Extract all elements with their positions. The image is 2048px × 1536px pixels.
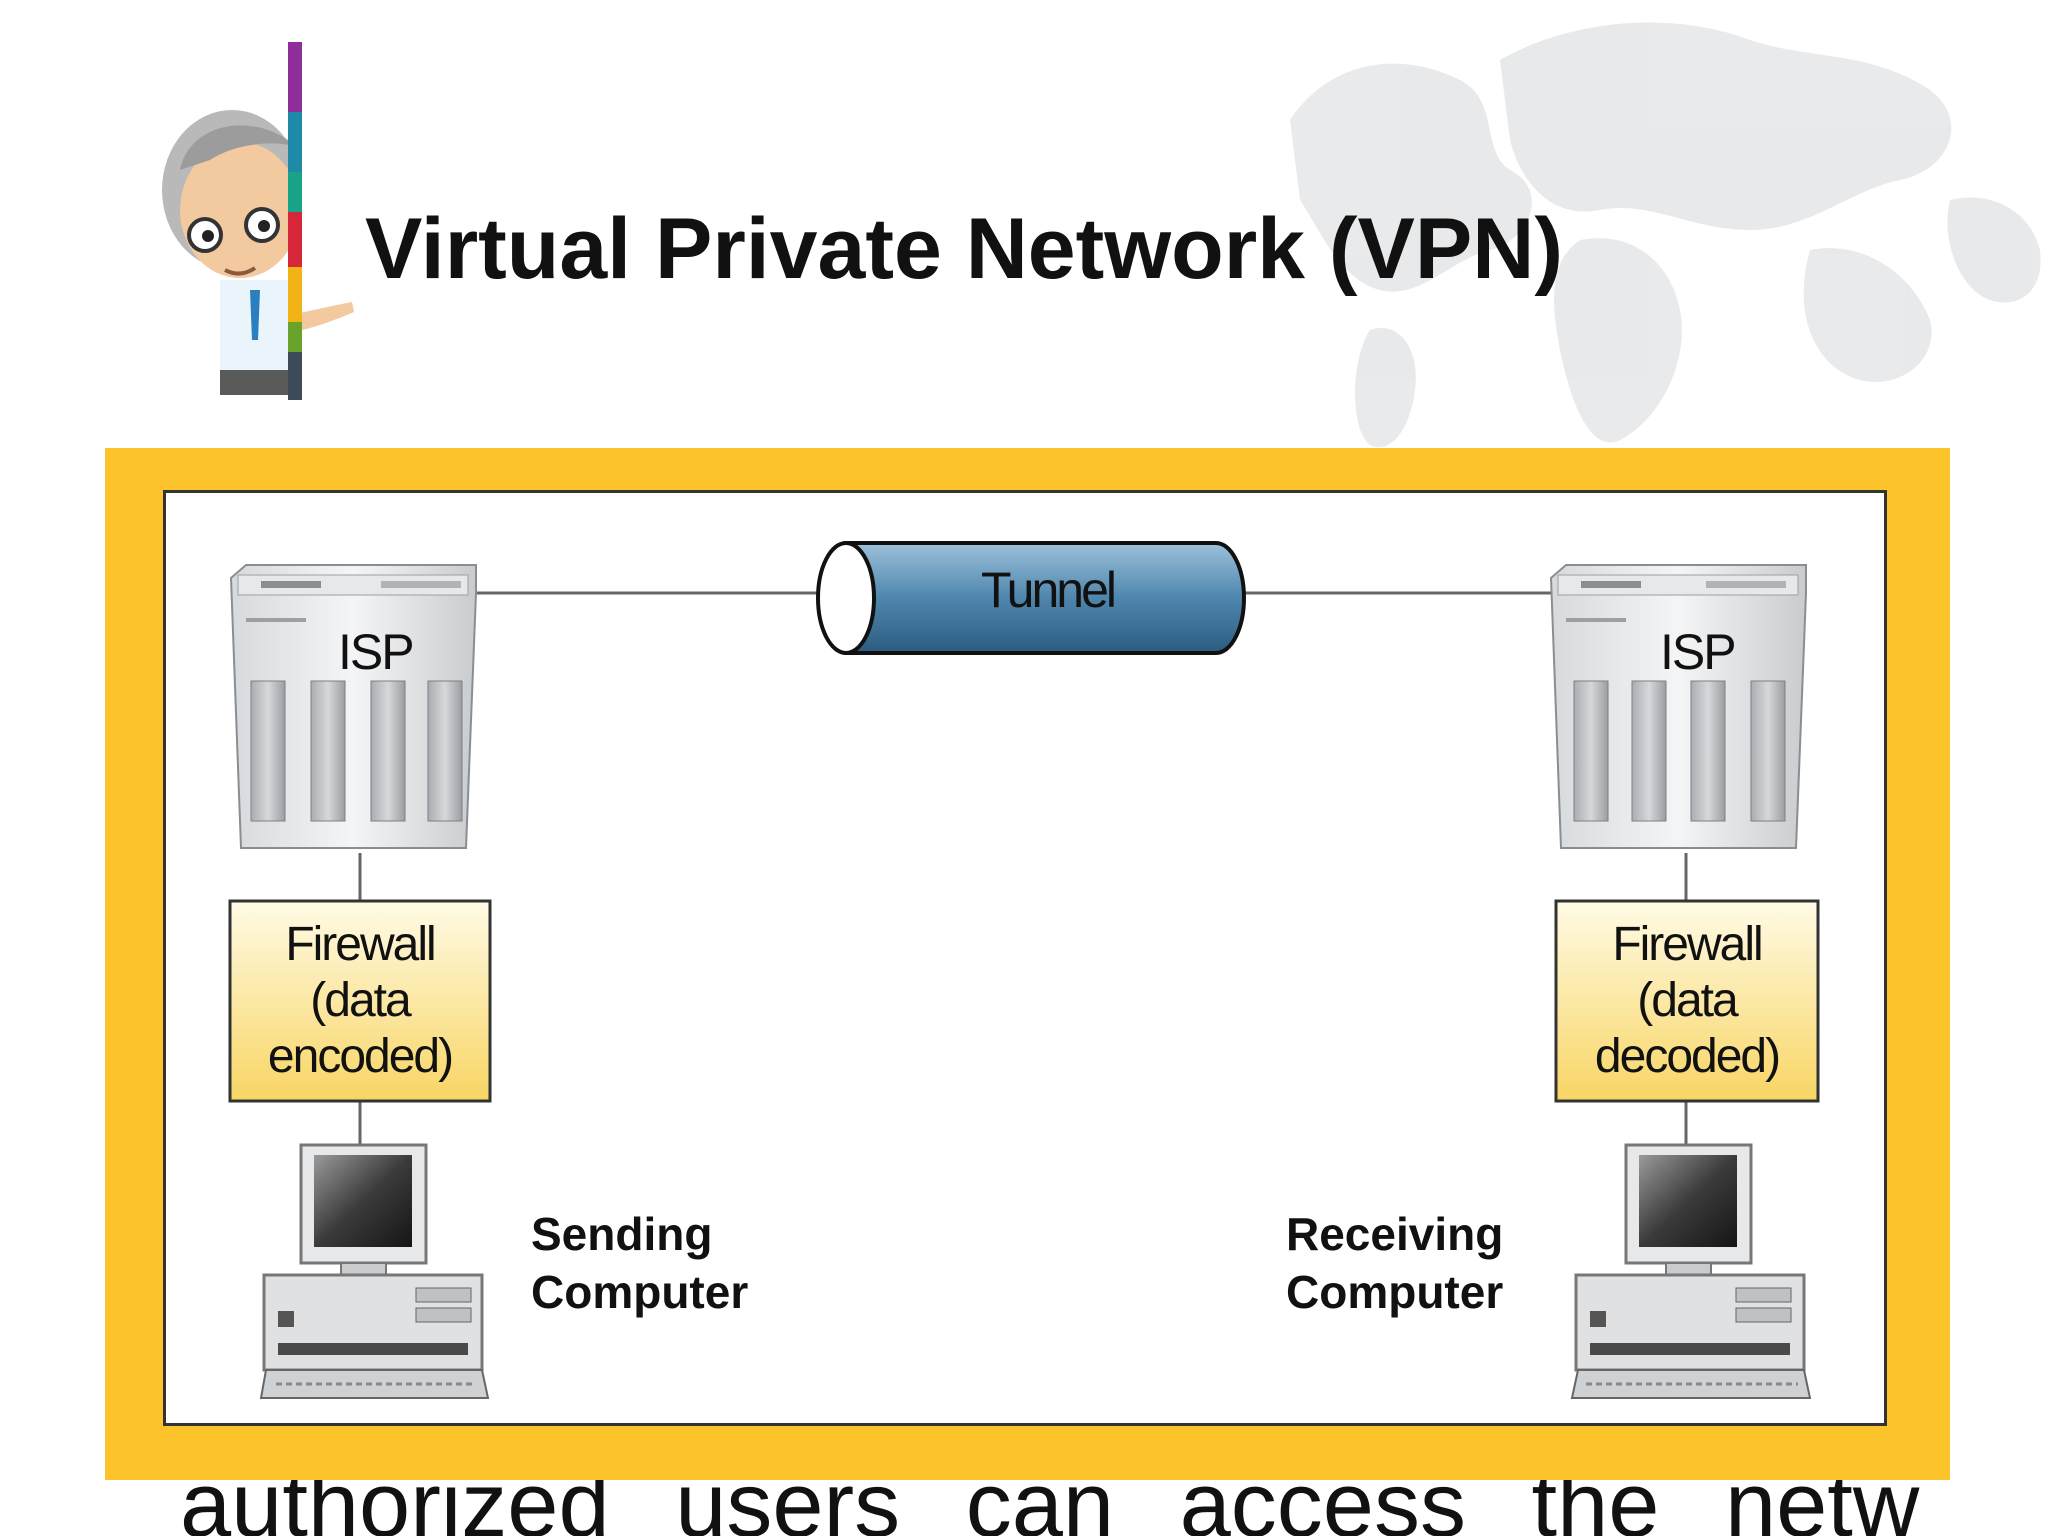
world-map-watermark [1290, 22, 2041, 448]
left-firewall-line-2: (data [310, 974, 411, 1027]
right-firewall-box [1554, 899, 1820, 1103]
receiving-computer-line-2: Computer [1286, 1266, 1504, 1318]
left-firewall-line-1: Firewall [285, 918, 436, 971]
receiving-computer-line-1: Receiving [1286, 1208, 1504, 1260]
presenter-mascot-icon [162, 110, 354, 395]
tunnel-icon [816, 541, 1246, 655]
left-firewall-label: Firewall (data encoded) [232, 917, 488, 1085]
tunnel-label: Tunnel [981, 562, 1117, 618]
sending-computer-label: Sending Computer [531, 1205, 748, 1321]
receiving-computer-icon [1570, 1143, 1812, 1399]
right-firewall-line-1: Firewall [1612, 918, 1763, 971]
left-isp-label: ISP [338, 624, 415, 680]
vpn-diagram [228, 541, 1820, 1399]
diagram-frame: Tunnel ISP ISP Firewall (data encoded) F… [105, 448, 1950, 1480]
receiving-computer-label: Receiving Computer [1286, 1205, 1503, 1321]
left-isp-server-icon [229, 564, 477, 849]
left-firewall-box [228, 899, 492, 1103]
vpn-diagram-panel: Tunnel ISP ISP Firewall (data encoded) F… [163, 490, 1887, 1426]
left-firewall-line-3: encoded) [267, 1030, 454, 1083]
right-isp-label: ISP [1660, 624, 1737, 680]
title-color-bar [288, 42, 302, 400]
right-firewall-label: Firewall (data decoded) [1559, 917, 1815, 1085]
right-firewall-line-3: decoded) [1594, 1030, 1781, 1083]
sending-computer-line-1: Sending [531, 1208, 713, 1260]
sending-computer-icon [259, 1143, 490, 1399]
slide-title: Virtual Private Network (VPN) [365, 201, 1563, 297]
right-isp-server-icon [1549, 564, 1807, 849]
right-firewall-line-2: (data [1637, 974, 1738, 1027]
sending-computer-line-2: Computer [531, 1266, 749, 1318]
